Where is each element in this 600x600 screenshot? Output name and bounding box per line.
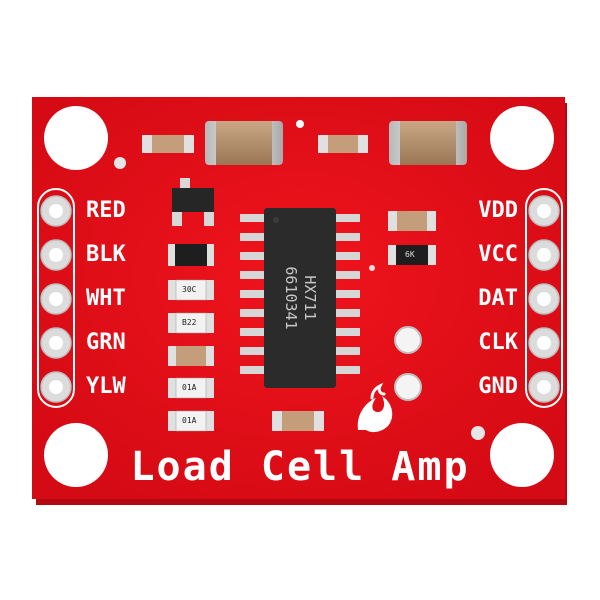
pin-label-wht: WHT <box>86 286 126 311</box>
resistor-mark-01A-1: 01A <box>182 383 197 392</box>
chip-marking-line1: HX711 <box>301 275 319 321</box>
via <box>369 265 375 271</box>
transistor <box>172 178 214 226</box>
test-pad <box>394 326 422 354</box>
component-column <box>168 244 214 432</box>
chip-pin1-marker <box>273 217 279 223</box>
resistor-6K <box>388 245 436 265</box>
capacitor-black <box>168 244 214 266</box>
resistor-mark-30C: 30C <box>182 285 197 294</box>
pin-label-vdd: VDD <box>478 198 518 223</box>
capacitor-small-bottom <box>272 411 324 431</box>
pin-label-vcc: VCC <box>478 242 518 267</box>
right-header <box>525 188 563 408</box>
pin-label-ylw: YLW <box>86 374 126 399</box>
pin-label-dat: DAT <box>478 286 518 311</box>
test-pad <box>394 373 422 401</box>
resistor-01A-1 <box>168 377 214 399</box>
pin-label-blk: BLK <box>86 242 126 267</box>
via <box>296 120 304 128</box>
capacitor-tan <box>168 346 214 366</box>
pin-label-red: RED <box>86 198 126 223</box>
resistor-30C <box>168 279 214 301</box>
resistor-01A-2 <box>168 410 214 432</box>
pin-label-clk: CLK <box>478 330 518 355</box>
via <box>114 157 126 169</box>
mounting-hole-bottom-right <box>490 423 554 487</box>
resistor-mark-B22: B22 <box>182 318 197 327</box>
mounting-hole-top-left <box>44 106 108 170</box>
hx711-chip <box>264 208 336 388</box>
board-title: Load Cell Amp <box>130 444 470 490</box>
mounting-hole-bottom-left <box>44 423 108 487</box>
capacitor-large-left <box>205 121 283 165</box>
mounting-hole-top-right <box>490 106 554 170</box>
capacitor-small-top-mid <box>318 135 368 153</box>
capacitor-large-right <box>389 121 467 165</box>
chip-marking-line2: 6610341 <box>282 266 300 330</box>
pin-label-grn: GRN <box>86 330 126 355</box>
capacitor-small-top-left <box>142 135 194 153</box>
chip-pins <box>240 214 360 374</box>
chip-marking: HX711 6610341 <box>282 266 319 330</box>
resistor-B22 <box>168 312 214 334</box>
resistor-mark-6K: 6K <box>405 250 415 259</box>
sparkfun-flame-icon <box>357 382 393 433</box>
capacitor-right-top <box>388 211 436 231</box>
via <box>471 426 485 440</box>
left-header <box>37 188 75 408</box>
resistor-mark-01A-2: 01A <box>182 416 197 425</box>
pin-label-gnd: GND <box>478 374 518 399</box>
